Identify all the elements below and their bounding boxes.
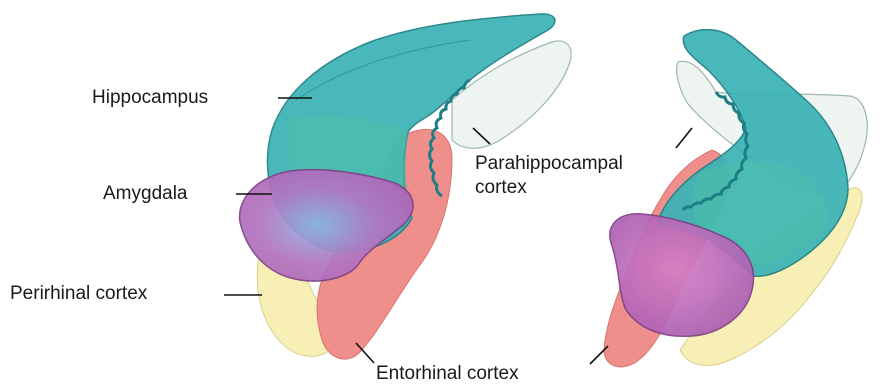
right-structures — [604, 30, 867, 367]
entorhinal-cortex-label: Entorhinal cortex — [376, 363, 519, 385]
perirhinal-cortex-label: Perirhinal cortex — [10, 283, 147, 305]
parahippocampal-leader-line-right — [676, 128, 692, 148]
parahippocampal-cortex-label: Parahippocampal cortex — [475, 152, 623, 200]
parahippocampal-label-line2: cortex — [475, 176, 623, 200]
hippocampus-label: Hippocampus — [92, 87, 208, 109]
parahippocampal-label-line1: Parahippocampal — [475, 152, 623, 176]
amygdala-label: Amygdala — [103, 183, 188, 205]
